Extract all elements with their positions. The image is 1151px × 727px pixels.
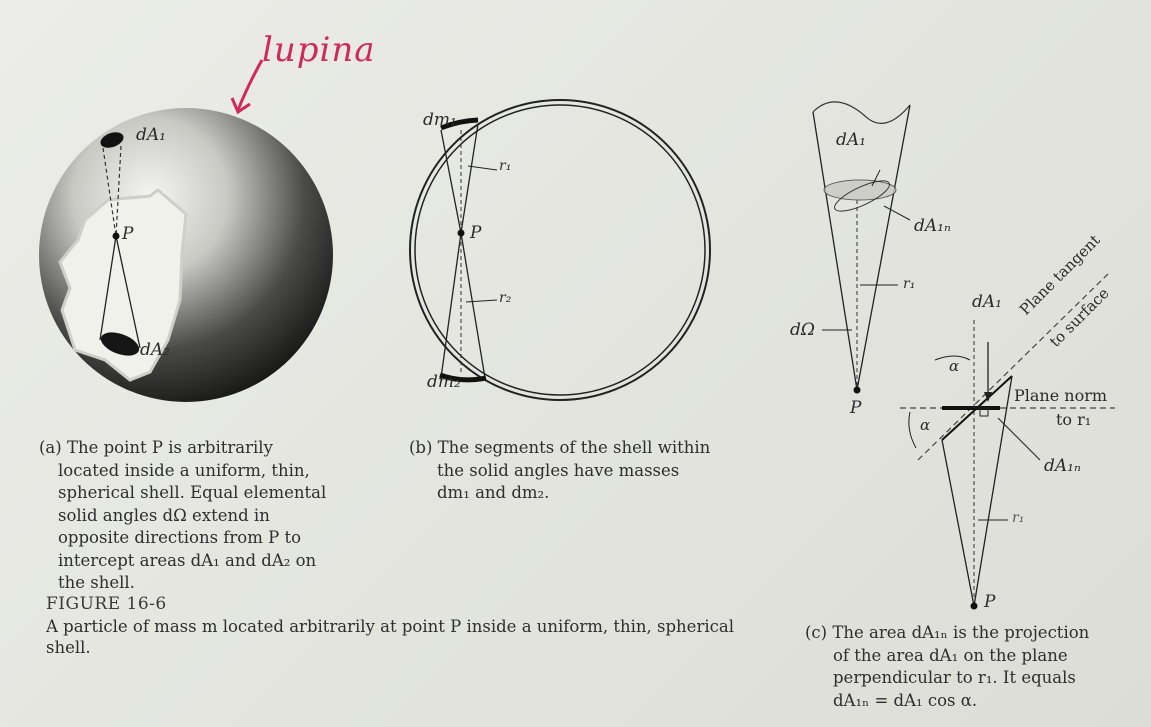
label-r2-b: r₂ bbox=[499, 290, 512, 306]
panel-a-sphere bbox=[39, 108, 333, 402]
label-r1-lower: r₁ bbox=[1012, 510, 1025, 526]
point-P-c-lower bbox=[970, 602, 978, 610]
label-plane-norm-1: Plane norm bbox=[1014, 386, 1108, 405]
point-P-c-upper bbox=[853, 386, 861, 394]
label-area-top: dA₁ bbox=[972, 292, 1002, 312]
handwritten-arrow bbox=[236, 59, 264, 111]
label-dA1-a: dA₁ bbox=[136, 125, 166, 145]
label-alpha-upper: α bbox=[949, 357, 960, 375]
label-alpha-left: α bbox=[920, 416, 931, 434]
label-cone-dA1n: dA₁ₙ bbox=[914, 216, 951, 236]
caption-c-line: perpendicular to r₁. It equals bbox=[833, 668, 1076, 687]
caption-a-line: solid angles dΩ extend in bbox=[58, 505, 270, 525]
label-cone-dA1: dA₁ bbox=[836, 130, 866, 150]
caption-c: (c) The area dA₁ₙ is the projection of t… bbox=[805, 622, 1089, 712]
panel-c-projection bbox=[900, 271, 1115, 610]
caption-c-line: dA₁ₙ = dA₁ cos α. bbox=[833, 690, 978, 710]
panel-b-shell bbox=[409, 99, 711, 401]
caption-a-line: opposite directions from P to bbox=[58, 528, 302, 547]
label-P-b: P bbox=[470, 223, 482, 243]
caption-c-line: of the area dA₁ on the plane bbox=[833, 645, 1068, 665]
label-P-c-lower: P bbox=[984, 592, 996, 612]
handwritten-arrow-head bbox=[230, 97, 251, 115]
area-dA2-patch bbox=[100, 332, 140, 356]
point-P-a bbox=[112, 232, 120, 240]
label-plane-norm-2: to r₁ bbox=[1056, 410, 1092, 429]
handwritten-note: lupina bbox=[262, 30, 376, 70]
label-cone-r1: r₁ bbox=[903, 276, 916, 292]
caption-a-line: spherical shell. Equal elemental bbox=[58, 483, 327, 502]
caption-b-line: (b) The segments of the shell within bbox=[409, 438, 711, 457]
caption-b: (b) The segments of the shell within the… bbox=[409, 437, 710, 505]
label-dm2: dm₂ bbox=[427, 372, 461, 392]
caption-a-line: (a) The point P is arbitrarily bbox=[39, 438, 273, 457]
label-dA2-a: dA₂ bbox=[140, 340, 170, 360]
area-dA1-patch bbox=[100, 132, 124, 148]
caption-a: (a) The point P is arbitrarily located i… bbox=[39, 437, 326, 595]
label-r1-b: r₁ bbox=[499, 158, 512, 174]
panel-c-cone bbox=[812, 101, 911, 394]
caption-a-line: the shell. bbox=[58, 573, 135, 592]
caption-a-line: located inside a uniform, thin, bbox=[58, 460, 310, 480]
figure-description-line: shell. bbox=[46, 638, 91, 657]
caption-b-line: the solid angles have masses bbox=[437, 460, 680, 480]
caption-b-line: dm₁ and dm₂. bbox=[437, 483, 550, 502]
caption-c-line: (c) The area dA₁ₙ is the projection bbox=[805, 623, 1090, 642]
label-P-a: P bbox=[122, 224, 134, 244]
label-dm1: dm₁ bbox=[423, 110, 457, 130]
figure-description-line: A particle of mass m located arbitrarily… bbox=[46, 617, 734, 636]
label-area-n-lower: dA₁ₙ bbox=[1044, 456, 1081, 476]
label-P-c-upper: P bbox=[850, 398, 862, 418]
label-solid-angle: dΩ bbox=[790, 320, 815, 340]
point-P-b bbox=[457, 229, 465, 237]
figure-number: FIGURE 16-6 bbox=[46, 594, 167, 614]
figure-description: A particle of mass m located arbitrarily… bbox=[46, 616, 734, 658]
cutaway-opening bbox=[58, 188, 188, 382]
caption-a-line: intercept areas dA₁ and dA₂ on bbox=[58, 550, 317, 570]
